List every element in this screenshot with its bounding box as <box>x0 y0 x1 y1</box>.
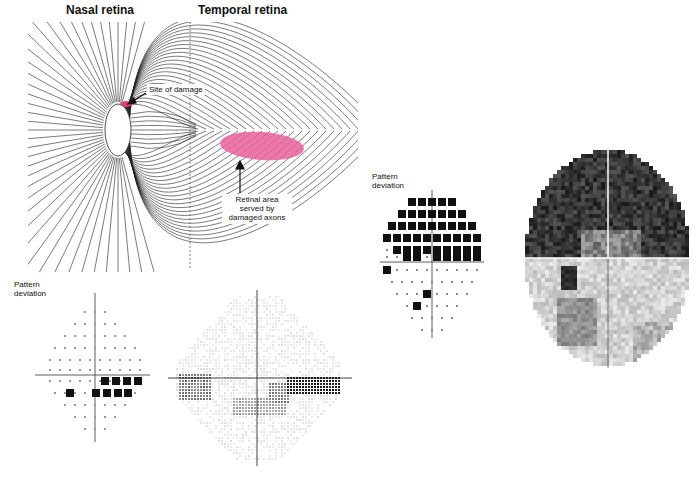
grayscale-map <box>168 290 352 466</box>
divider-line <box>190 22 191 270</box>
region-heading: Temporal retina <box>198 4 287 18</box>
plot-label: Pattern deviation <box>372 172 420 190</box>
optic-disc <box>105 104 131 156</box>
callout-label: Site of damage <box>147 84 205 95</box>
plot-label: Pattern deviation <box>14 280 62 298</box>
callout-label: Retinal area served by damaged axons <box>222 194 292 224</box>
nerve-fibers <box>28 22 358 272</box>
region-heading: Nasal retina <box>66 4 134 18</box>
grayscale-map <box>522 148 694 368</box>
pattern-deviation-plot <box>380 190 484 338</box>
pattern-deviation-plot <box>35 293 150 442</box>
damaged-area <box>219 129 305 163</box>
leader-arrows <box>128 93 244 193</box>
